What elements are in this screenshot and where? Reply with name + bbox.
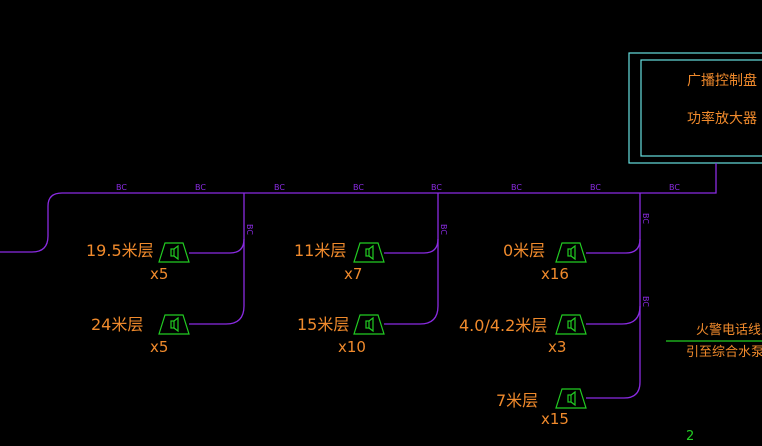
control-panel-outer [628,52,762,164]
speaker-count: x15 [541,410,569,428]
riser-tag: BC [439,224,448,235]
bus-tag: BC [669,183,680,192]
speaker-count: x7 [344,265,363,283]
speaker-icon [158,314,190,335]
riser-tag: BC [245,224,254,235]
bus-tag: BC [431,183,442,192]
bus-tags: BC BC BC BC BC BC BC BC [116,183,680,192]
riser-tag: BC [641,213,650,224]
panel-title-line1: 广播控制盘 [687,73,757,89]
speakers [158,242,587,409]
note-line1: 火警电话线路 [696,323,762,338]
branch-wire-2 [384,193,439,325]
speaker-icon [555,242,587,263]
panel-title-line2: 功率放大器 [687,111,757,127]
floor-label: 7米层 [496,391,539,410]
speaker-count: x10 [338,338,366,356]
speaker-count: x3 [548,338,567,356]
floor-label: 19.5米层 [86,241,154,260]
bus-tag: BC [353,183,364,192]
floor-label: 11米层 [294,241,347,260]
bus-tag: BC [511,183,522,192]
main-bus [0,163,717,253]
riser-tag: BC [641,296,650,307]
speaker-icon [353,242,385,263]
bus-tag: BC [274,183,285,192]
floor-label: 24米层 [91,315,144,334]
speaker-count: x16 [541,265,569,283]
speaker-count: x5 [150,338,169,356]
speaker-icon [158,242,190,263]
bus-tag: BC [195,183,206,192]
branch-wire-3 [586,193,641,399]
speaker-icon [353,314,385,335]
bus-tag: BC [590,183,601,192]
note-line2: 引至综合水泵房 [686,345,762,360]
speaker-count: x5 [150,265,169,283]
floor-label: 4.0/4.2米层 [459,316,548,335]
branch-wire-1 [189,193,245,325]
speaker-icon [555,388,587,409]
bus-tag: BC [116,183,127,192]
corner-mark: 2 [686,429,695,444]
control-panel-inner [640,59,762,157]
speaker-icon [555,314,587,335]
floor-label: 0米层 [503,241,546,260]
floor-label: 15米层 [297,315,350,334]
riser-tags: BC BC BC BC [245,213,650,307]
